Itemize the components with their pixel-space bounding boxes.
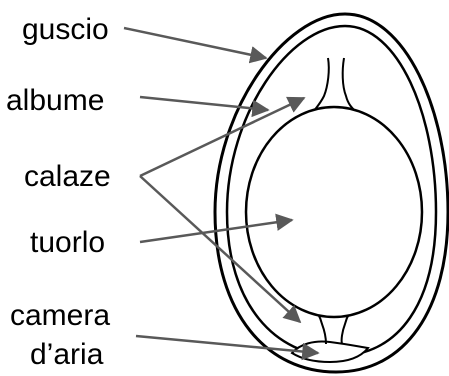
label-camera: camera <box>10 299 110 332</box>
label-albume: albume <box>6 84 104 117</box>
label-guscio: guscio <box>22 13 109 46</box>
label-daria: d’aria <box>30 338 104 371</box>
label-tuorlo: tuorlo <box>30 226 105 259</box>
yolk <box>246 107 422 317</box>
arrow-guscio <box>124 28 266 58</box>
label-calaze: calaze <box>24 160 111 193</box>
